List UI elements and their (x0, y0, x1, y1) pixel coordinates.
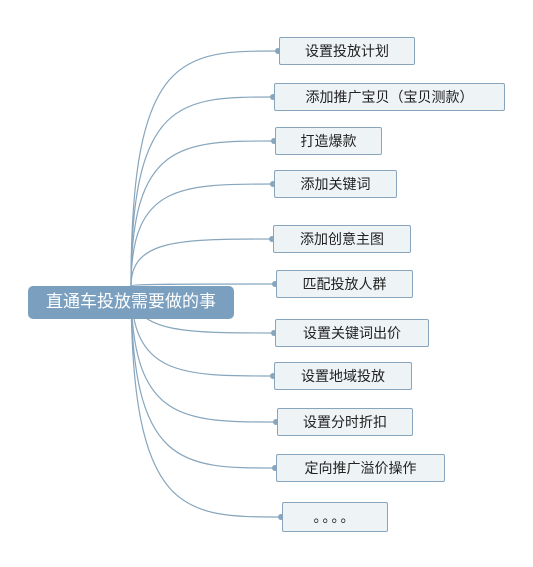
branch-node-1[interactable]: 设置投放计划 (279, 37, 415, 65)
branch-node-11[interactable]: 。。。。 (282, 502, 388, 532)
connector-line-4 (130, 183, 275, 287)
connector-line-3 (130, 140, 276, 287)
connector-line-9 (130, 285, 278, 423)
branch-node-2[interactable]: 添加推广宝贝（宝贝测款） (274, 83, 505, 111)
branch-node-6[interactable]: 匹配投放人群 (276, 270, 413, 298)
branch-node-9[interactable]: 设置分时折扣 (277, 408, 413, 436)
branch-node-8[interactable]: 设置地域投放 (274, 362, 412, 390)
connector-line-1 (130, 50, 280, 287)
connector-line-11 (130, 285, 283, 518)
connector-line-5 (130, 238, 274, 287)
branch-node-10[interactable]: 定向推广溢价操作 (276, 454, 445, 482)
connector-line-6 (130, 283, 277, 287)
branch-node-5[interactable]: 添加创意主图 (273, 225, 411, 253)
branch-node-4[interactable]: 添加关键词 (274, 170, 397, 198)
connector-line-10 (130, 285, 277, 469)
branch-node-7[interactable]: 设置关键词出价 (275, 319, 429, 347)
central-topic[interactable]: 直通车投放需要做的事 (28, 286, 234, 319)
connector-line-2 (130, 96, 275, 287)
branch-node-3[interactable]: 打造爆款 (275, 127, 382, 155)
